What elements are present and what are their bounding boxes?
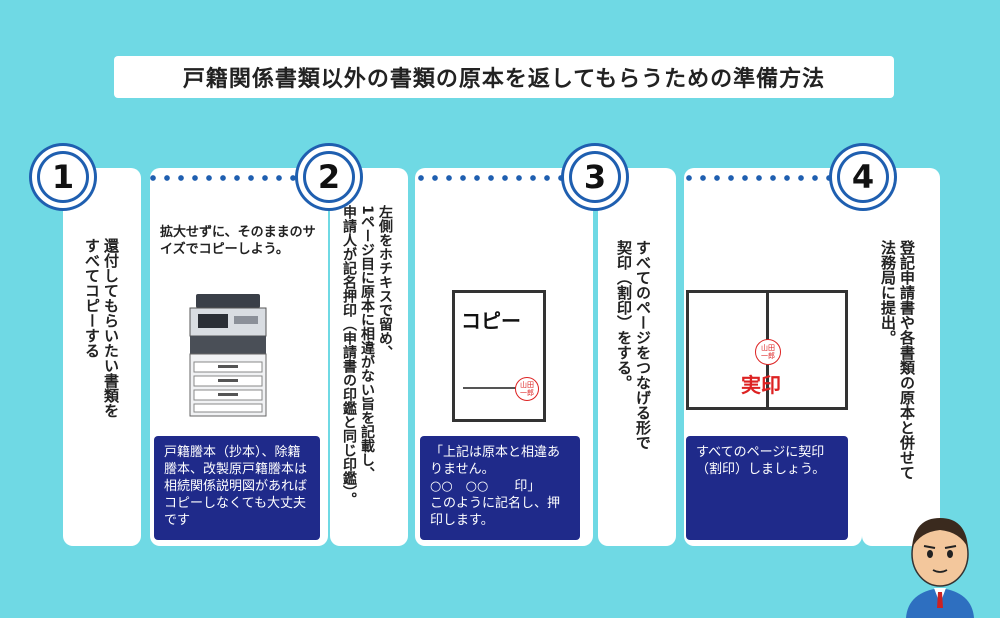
page-title: 戸籍関係書類以外の書類の原本を返してもらうための準備方法 — [114, 56, 894, 98]
seal-stamp-icon: 山田 一郎 — [755, 339, 781, 365]
signature-line — [463, 387, 517, 389]
person-icon — [906, 518, 974, 618]
step1-text: 還付してもらいたい書類を すべてコピーする — [83, 238, 120, 418]
step-number-2: 2 — [298, 146, 360, 208]
step2-text: 左側をホチキスで留め、 1ページ目に原本に相違がない旨を記載し、 申請人が記名押… — [341, 205, 393, 506]
connector-dots — [146, 175, 296, 181]
step-number-4: 4 — [832, 146, 894, 208]
step1-panel — [63, 168, 141, 546]
step-number-1: 1 — [32, 146, 94, 208]
connector-dots — [682, 175, 832, 181]
step4-text: 登記申請書や各書類の原本と併せて 法務局に提出。 — [879, 240, 916, 480]
stapled-pages-icon: 山田 一郎 実印 — [686, 290, 848, 410]
step1-info-box: 戸籍謄本（抄本）、除籍謄本、改製原戸籍謄本は相続関係説明図があればコピーしなくて… — [154, 436, 320, 540]
step4-panel — [862, 168, 940, 546]
copy-note: 拡大せずに、そのままのサイズでコピーしよう。 — [160, 225, 316, 257]
step-number-3: 3 — [564, 146, 626, 208]
copy-label: コピー — [461, 309, 521, 333]
step3-panel — [598, 168, 676, 546]
step3-text: すべてのページをつなげる形で 契印（割印）をする。 — [615, 240, 652, 450]
seal-stamp-icon: 山田 一郎 — [515, 377, 539, 401]
step3-info-box: すべてのページに契印（割印）しましょう。 — [686, 436, 848, 540]
copier-icon — [189, 294, 267, 417]
step2-panel — [330, 168, 408, 546]
step2-info-box: 「上記は原本と相違ありません。 ○○ ○○ 印」 このように記名し、押印します。 — [420, 436, 580, 540]
jitsuin-label: 実印 — [741, 373, 781, 397]
copy-document-icon: コピー 山田 一郎 — [452, 290, 546, 422]
connector-dots — [414, 175, 564, 181]
